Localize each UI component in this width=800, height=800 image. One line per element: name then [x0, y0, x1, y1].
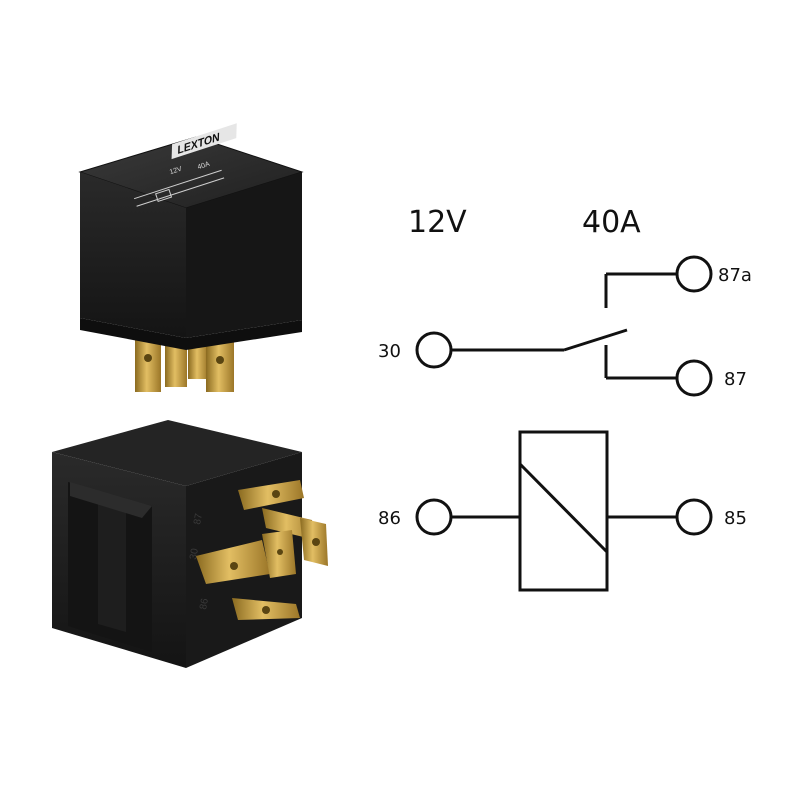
relay-pin-side-view: 87 30 86	[52, 420, 328, 668]
terminal-87-circle	[675, 359, 713, 397]
voltage-label: 12V	[408, 205, 467, 240]
svg-text:86: 86	[198, 597, 211, 610]
terminal-30: 30	[378, 331, 453, 369]
svg-text:87: 87	[192, 512, 205, 525]
terminal-87a: 87a	[675, 255, 752, 293]
terminal-86-label: 86	[378, 508, 401, 529]
terminal-85: 85	[675, 498, 747, 536]
relay-top-pins	[135, 340, 234, 392]
terminal-87a-label: 87a	[718, 265, 752, 286]
terminal-87-label: 87	[724, 369, 747, 390]
top-label-voltage: 12V	[169, 166, 183, 177]
terminal-87a-circle	[675, 255, 713, 293]
terminal-86: 86	[378, 498, 453, 536]
terminal-86-circle	[415, 498, 453, 536]
terminal-30-circle	[415, 331, 453, 369]
relay-spade-terminals	[196, 480, 328, 620]
terminal-85-circle	[675, 498, 713, 536]
relay-top-view: LEXTON 12V 40A	[78, 123, 304, 392]
switch-contacts	[452, 272, 677, 380]
current-label: 40A	[582, 205, 641, 240]
relay-coil	[452, 430, 677, 592]
terminal-87: 87	[675, 359, 747, 397]
terminal-30-label: 30	[378, 341, 401, 362]
top-label-current: 40A	[197, 161, 211, 172]
terminal-85-label: 85	[724, 508, 747, 529]
relay-wiring-diagram: 12V 40A 30 87a 87	[378, 205, 752, 592]
